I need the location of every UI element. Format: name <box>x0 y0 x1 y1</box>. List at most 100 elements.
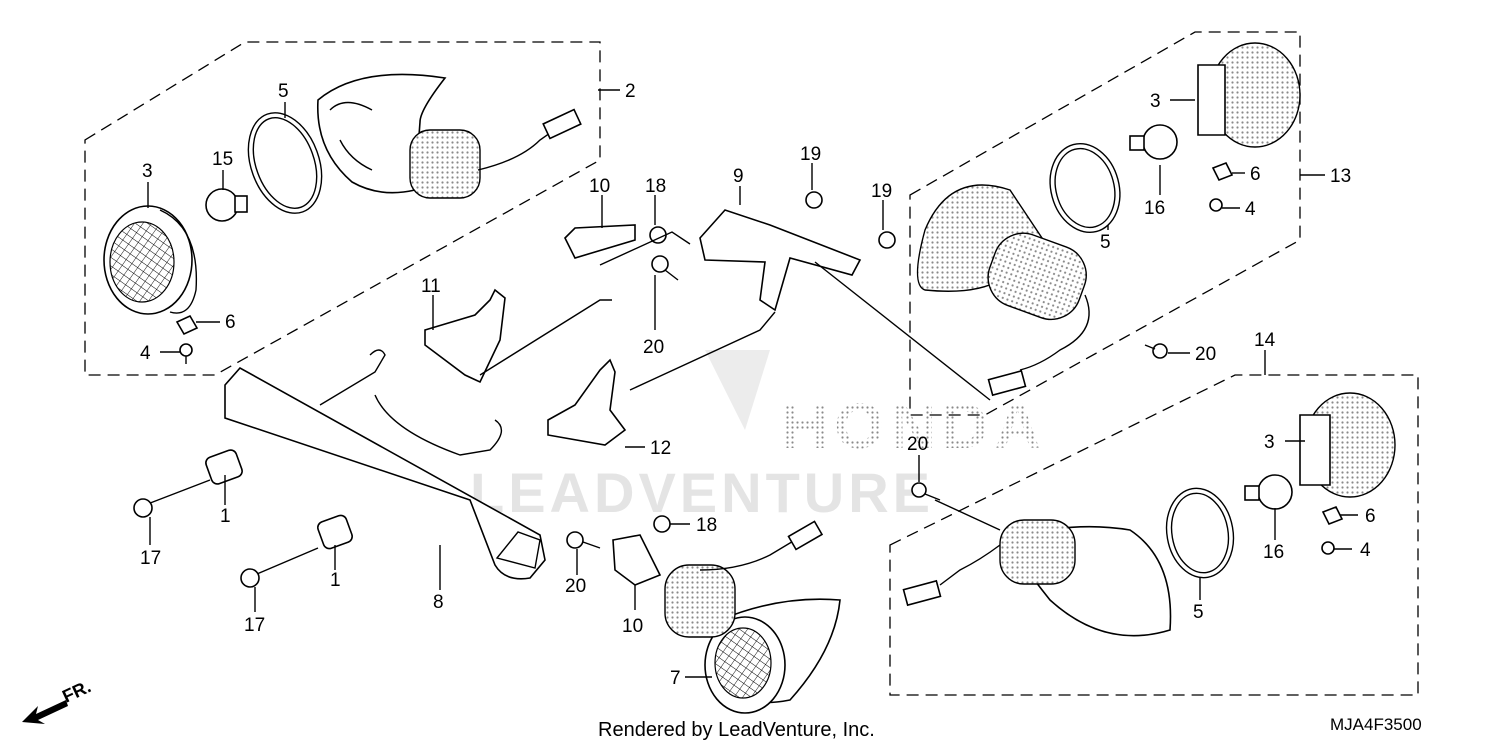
connector-front <box>902 579 942 607</box>
right-turn-signal-assembly <box>916 42 1301 397</box>
group-box-front-signal <box>889 374 1419 696</box>
gasket-front <box>1165 487 1235 579</box>
callout-10-upper: 10 <box>589 176 610 197</box>
bracket-11 <box>424 288 506 384</box>
callout-7: 7 <box>670 668 681 689</box>
bolt-20-right <box>1152 343 1168 359</box>
callout-19-left: 19 <box>800 144 821 165</box>
left-turn-signal-assembly <box>103 73 582 364</box>
callout-15: 15 <box>212 149 233 170</box>
bulb-left <box>205 188 239 222</box>
nut-front <box>1321 505 1344 526</box>
bolt-17-upper <box>144 479 211 506</box>
grommet-7 <box>664 564 736 638</box>
bolt-19-left <box>805 191 823 209</box>
callout-4-right: 4 <box>1245 199 1256 220</box>
callout-19-right: 19 <box>871 181 892 202</box>
nut-left <box>175 314 199 336</box>
gasket-right <box>1049 142 1121 234</box>
callout-20-front: 20 <box>907 434 928 455</box>
callout-6-right: 6 <box>1250 164 1261 185</box>
rendered-by-credit: Rendered by LeadVenture, Inc. <box>598 719 875 741</box>
callout-5-front: 5 <box>1193 602 1204 623</box>
bracket-10-lower <box>612 534 662 586</box>
bulb-base-left <box>234 195 248 213</box>
callout-20-center: 20 <box>643 337 664 358</box>
watermark-vendor: LEADVENTURE <box>470 461 934 524</box>
callout-16-front: 16 <box>1263 542 1284 563</box>
bolt-20-lower <box>566 531 584 549</box>
callout-13: 13 <box>1330 166 1351 187</box>
wire-front <box>939 544 1001 586</box>
connector-left <box>542 108 582 140</box>
leader-lines <box>147 89 1358 678</box>
wire-left <box>477 125 561 171</box>
bulb-base-front <box>1244 485 1260 501</box>
lens-clip-right <box>1197 64 1226 136</box>
bracket-9 <box>699 209 862 312</box>
nut-right <box>1211 161 1234 182</box>
screw-right <box>1209 198 1223 212</box>
group-box-right-rear-signal <box>909 31 1301 416</box>
watermark-logo <box>705 350 770 430</box>
screw-front <box>1321 541 1335 555</box>
callout-3-front: 3 <box>1264 432 1275 453</box>
callout-20-right: 20 <box>1195 344 1216 365</box>
lens-grid-left <box>109 221 175 303</box>
bracket-12 <box>547 358 627 446</box>
callout-20-lower: 20 <box>565 576 586 597</box>
callout-5-right: 5 <box>1100 232 1111 253</box>
front-direction-arrow-icon: FR. <box>22 676 94 724</box>
lens-rim-left <box>159 209 198 314</box>
callout-5-left: 5 <box>278 81 289 102</box>
grommet-front <box>999 519 1076 585</box>
stay-bracket <box>319 349 503 456</box>
stay-end <box>495 531 541 569</box>
watermark-brand: HONDA <box>782 390 1047 462</box>
connector-7 <box>787 520 824 551</box>
collar-1-lower <box>317 514 353 550</box>
diagram-code: MJA4F3500 <box>1330 715 1422 734</box>
stay-tube <box>224 366 546 580</box>
callout-labels: 2 5 15 3 6 4 10 18 9 19 19 11 20 12 1 1 … <box>140 81 1376 689</box>
callout-6-front: 6 <box>1365 506 1376 527</box>
callout-4-front: 4 <box>1360 540 1371 561</box>
bracket-10-upper <box>564 224 636 259</box>
callout-10-lower: 10 <box>622 616 643 637</box>
callout-11: 11 <box>421 276 441 297</box>
brackets <box>133 191 896 588</box>
bolt-17-lower <box>249 547 319 578</box>
callout-17-lower: 17 <box>244 615 265 636</box>
callout-1-lower: 1 <box>330 570 341 591</box>
callout-18-upper: 18 <box>645 176 666 197</box>
front-turn-signal-assembly <box>902 392 1396 637</box>
connector-right <box>987 369 1027 397</box>
bulb-base-right <box>1129 135 1145 151</box>
callout-4-left: 4 <box>140 343 151 364</box>
callout-17-upper: 17 <box>140 548 161 569</box>
bulb-front <box>1257 474 1293 510</box>
callout-14: 14 <box>1254 330 1276 351</box>
callout-9: 9 <box>733 166 744 187</box>
watermark: HONDA LEADVENTURE <box>470 350 1047 524</box>
callout-6-left: 6 <box>225 312 236 333</box>
grommet-right <box>987 232 1087 321</box>
lens-clip-front <box>1299 414 1331 486</box>
callout-8: 8 <box>433 592 444 613</box>
callout-18-lower: 18 <box>696 515 717 536</box>
bolt-19-right <box>878 231 896 249</box>
grommet-left <box>409 129 481 199</box>
front-turn-signal-7 <box>664 520 841 714</box>
wire-right <box>1019 294 1090 371</box>
callout-1-upper: 1 <box>220 506 231 527</box>
signal-stay-8 <box>224 349 546 580</box>
bulb-right <box>1142 124 1178 160</box>
wire-7 <box>699 539 796 571</box>
collar-1-upper <box>205 449 243 485</box>
gasket-left <box>247 112 323 214</box>
bolt-18-lower <box>653 515 671 533</box>
callout-3-left: 3 <box>142 161 153 182</box>
screw-left <box>179 343 193 357</box>
